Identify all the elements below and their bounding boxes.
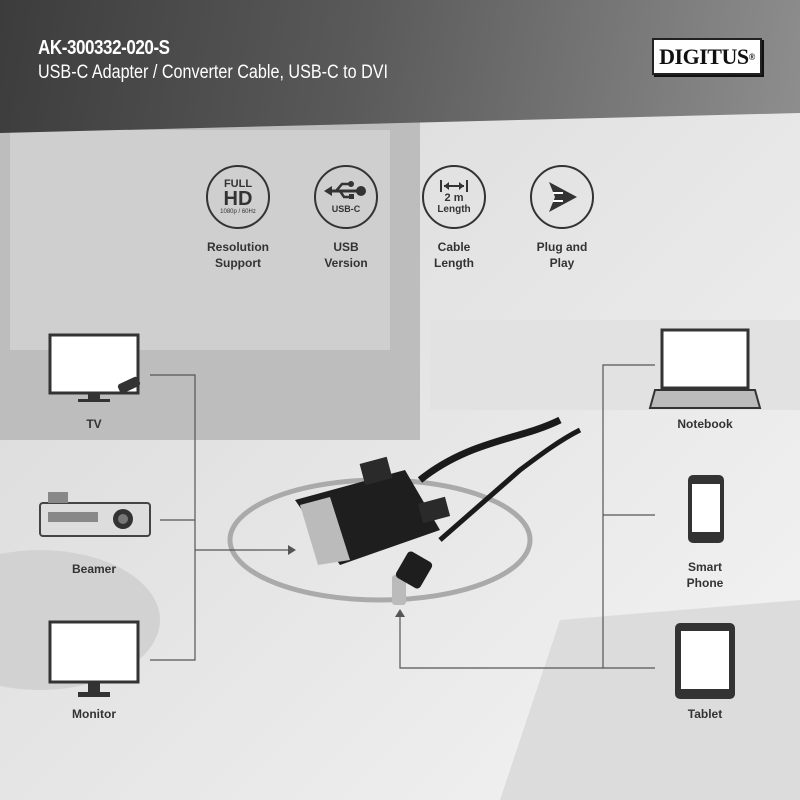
usb-trident-icon [324,180,366,199]
usb-icon: USB-C [314,165,378,229]
device-label-notebook: Notebook [677,417,733,431]
device-label-tablet: Tablet [687,707,723,721]
smartphone-icon [688,475,724,543]
monitor-icon [48,620,140,697]
product-subtitle: USB-C Adapter / Converter Cable, USB-C t… [38,62,389,83]
tablet-icon [675,623,735,699]
double-arrow-icon [440,179,468,192]
device-label-tv: TV [86,417,102,431]
full-hd-icon: FULL HD 1080p / 60Hz [206,165,270,229]
tv-icon [48,333,141,402]
dvi-connector [295,456,451,565]
device-label-beamer: Beamer [71,562,117,576]
notebook-icon [648,328,762,409]
beamer-icon [39,492,151,537]
device-label-monitor: Monitor [72,707,116,721]
plug-and-play-icon [530,165,594,229]
digitus-logo: DIGITUS® [652,38,762,75]
product-sku: AK-300332-020-S [38,37,170,59]
cable-length-icon: 2 m Length [422,165,486,229]
